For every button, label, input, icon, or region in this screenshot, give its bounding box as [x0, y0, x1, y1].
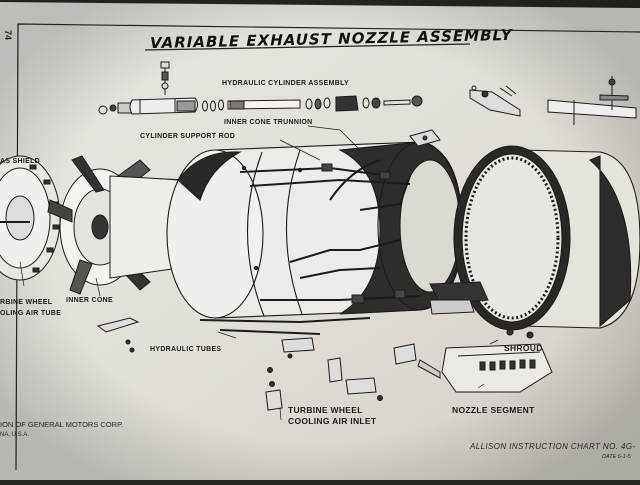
footer-company: ION OF GENERAL MOTORS CORP. — [0, 420, 124, 429]
label-nozzle-segment: NOZZLE SEGMENT — [452, 405, 535, 415]
label-turbine-wheel-cooling-air-inlet-line1: TURBINE WHEEL — [288, 405, 363, 415]
leader-lines — [19, 125, 499, 421]
label-gas-shield: AS SHIELD — [0, 158, 41, 165]
hydraulic-cylinder-assembly — [98, 61, 423, 115]
bracket-parts-upper-right — [469, 76, 637, 125]
label-hydraulic-cylinder-assembly: HYDRAULIC CYLINDER ASSEMBLY — [222, 80, 349, 87]
page-number: 74 — [3, 29, 14, 41]
label-turbine-wheel-cooling-air-tube-line1: RBINE WHEEL — [0, 299, 53, 306]
label-inner-cone: INNER CONE — [66, 297, 113, 304]
label-hydraulic-tubes: HYDRAULIC TUBES — [150, 346, 222, 353]
shroud — [453, 145, 640, 339]
page-border — [15, 23, 640, 471]
label-turbine-wheel-cooling-air-tube-line2: OLING AIR TUBE — [0, 310, 62, 317]
footer-location: NA, U.S.A. — [0, 432, 30, 438]
nozzle-segment — [417, 281, 553, 393]
loose-hardware — [96, 317, 417, 411]
label-cylinder-support-rod: CYLINDER SUPPORT ROD — [140, 133, 236, 140]
title-underline — [144, 43, 471, 51]
clamp-fittings — [321, 129, 441, 304]
footer-date: DATE 6-1-5 — [602, 454, 631, 460]
label-turbine-wheel-cooling-air-inlet-line2: COOLING AIR INLET — [288, 416, 377, 426]
gas-shield — [0, 155, 61, 281]
label-inner-cone-trunnion: INNER CONE TRUNNION — [224, 119, 313, 126]
label-shroud: SHROUD — [504, 343, 543, 353]
footer-chart-number: ALLISON INSTRUCTION CHART NO. 4G- — [470, 442, 636, 451]
